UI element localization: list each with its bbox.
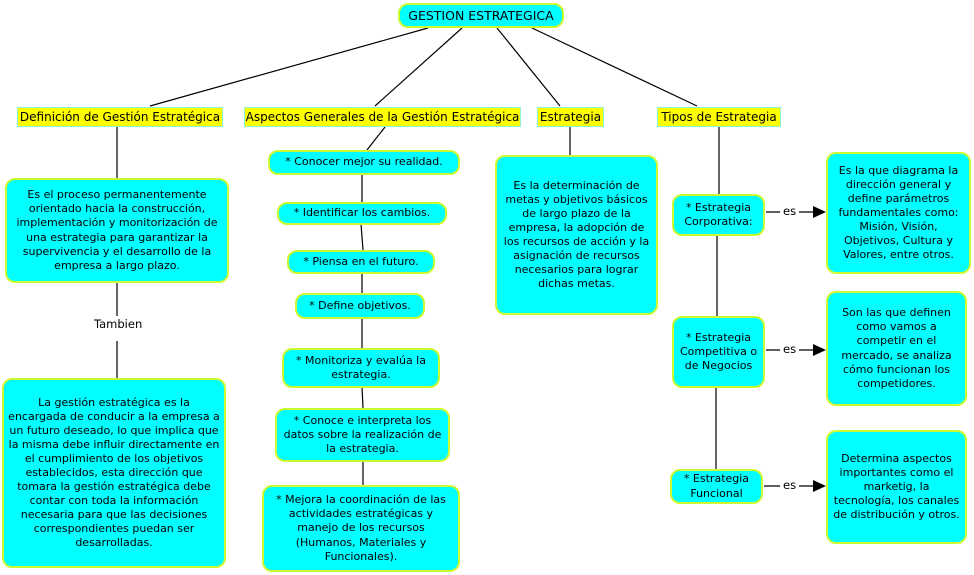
link-label-es: es [780,204,800,218]
tipo-funcional-description: Determina aspectos importantes como el m… [826,430,967,544]
root-node: GESTION ESTRATEGICA [398,3,564,28]
tipo-competitiva-node: * Estrategia Competitiva o de Negocios [672,316,765,388]
link-label-es: es [780,342,800,356]
aspectos-item-5: * Monitoriza y evalúa la estrategia. [282,348,440,388]
aspectos-item-3: * Piensa en el futuro. [287,250,435,274]
arrowhead-right-icon [813,344,826,356]
tipo-funcional-node: * Estrategia Funcional [670,469,763,504]
aspectos-item-1: * Conocer mejor su realidad. [268,150,460,175]
arrowhead-right-icon [813,206,826,218]
definicion-box-2: La gestión estratégica es la encargada d… [2,378,226,568]
arrowhead-right-icon [813,480,826,492]
tipo-competitiva-description: Son las que definen como vamos a competi… [826,291,967,406]
aspectos-item-4: * Define objetivos. [295,293,425,319]
estrategia-definition-box: Es la determinación de metas y objetivos… [495,155,658,315]
tipo-corporativa-node: * Estrategia Corporativa: [672,194,765,236]
topic-definicion: Definición de Gestión Estratégica [17,107,223,127]
link-label-es: es [780,478,800,492]
aspectos-item-7: * Mejora la coordinación de las activida… [262,485,460,572]
definicion-box-1: Es el proceso permanentemente orientado … [5,178,229,283]
topic-tipos: Tipos de Estrategia [657,107,781,127]
topic-estrategia: Estrategia [537,107,604,127]
aspectos-item-2: * Identificar los cambios. [277,202,447,225]
tipo-corporativa-description: Es la que diagrama la dirección general … [826,152,971,274]
link-label-tambien: Tambien [91,317,146,331]
topic-aspectos: Aspectos Generales de la Gestión Estraté… [244,107,521,127]
aspectos-item-6: * Conoce e interpreta los datos sobre la… [275,408,450,462]
